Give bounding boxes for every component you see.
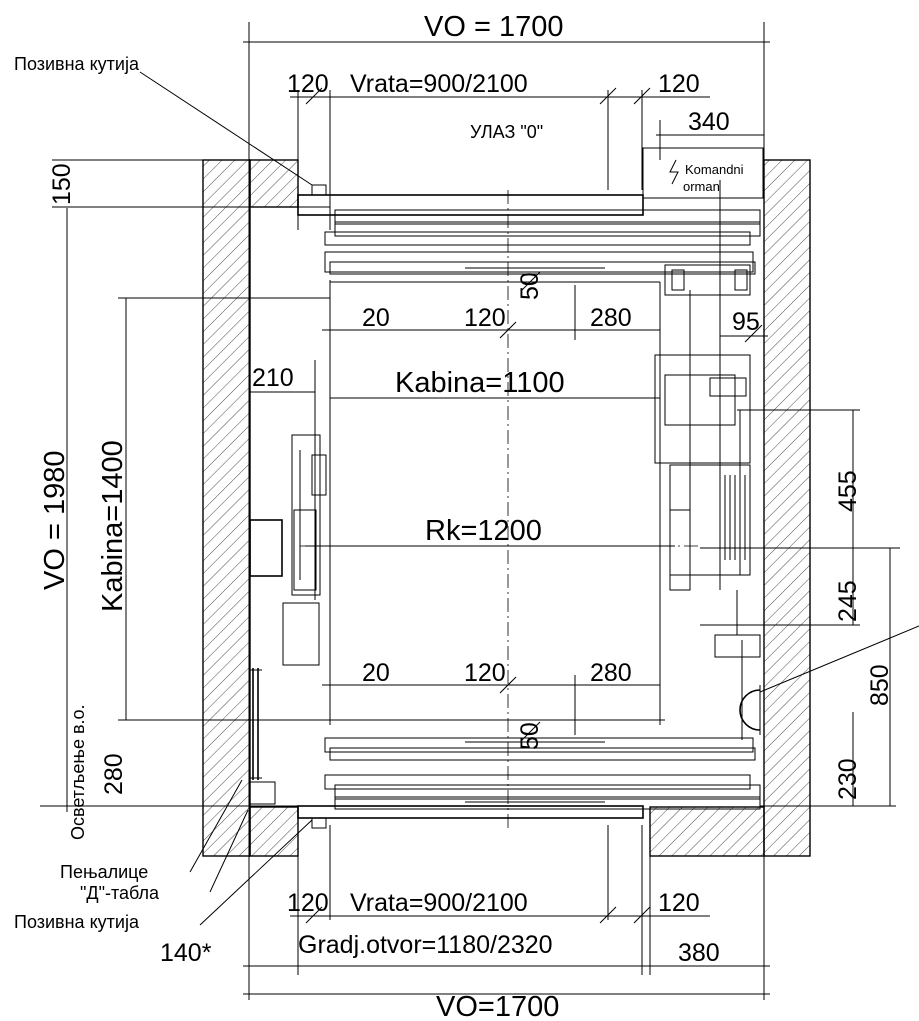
dim-120-bot-inner: 120 (464, 659, 506, 687)
dim-door-top-120a: 120 (287, 70, 329, 98)
cabin (249, 180, 761, 805)
lightning-icon (669, 159, 679, 185)
dim-vo-bottom: VO=1700 (436, 991, 559, 1021)
dim-vo-top: VO = 1700 (424, 11, 563, 43)
dim-20-top: 20 (362, 304, 390, 332)
dim-280-top-inner: 280 (590, 304, 632, 332)
dim-380: 380 (678, 939, 720, 967)
control-cabinet (642, 147, 764, 199)
dim-850: 850 (866, 664, 894, 706)
dim-245: 245 (834, 580, 862, 622)
extension-lines (40, 22, 900, 1000)
dim-95: 95 (732, 308, 760, 336)
annotation-labels: Позивна кутија Komandni orman Осветљење … (14, 54, 744, 932)
label-pozivna-bottom: Позивна кутија (14, 912, 140, 932)
top-landing-door (297, 147, 764, 296)
top-wall-left (249, 159, 299, 208)
dim-210: 210 (252, 364, 294, 392)
label-komandni: Komandni (685, 162, 744, 177)
dimension-texts: VO = 1700 120 Vrata=900/2100 120 УЛАЗ "0… (39, 11, 894, 1021)
shaft-walls (202, 159, 811, 857)
dim-door-top: Vrata=900/2100 (350, 70, 528, 98)
dim-50-bot: 50 (516, 722, 544, 750)
dim-vo-1980: VO = 1980 (39, 451, 71, 590)
dim-140: 140* (160, 939, 212, 967)
dim-door-bot: Vrata=900/2100 (350, 889, 528, 917)
dim-kabina-width: Kabina=1100 (395, 367, 565, 399)
dim-280-bot-inner: 280 (590, 659, 632, 687)
bottom-landing-door (297, 737, 761, 829)
dim-gradj-otvor: Gradj.otvor=1180/2320 (298, 931, 553, 959)
dimension-ticks (305, 87, 763, 924)
dim-rk: Rk=1200 (425, 515, 542, 547)
label-pozivna-top: Позивна кутија (14, 54, 140, 74)
dim-door-bot-120a: 120 (287, 889, 329, 917)
dim-50-top: 50 (516, 272, 544, 300)
leader-lines (139, 71, 919, 926)
dim-kabina-height: Kabina=1400 (97, 440, 129, 612)
left-wall (202, 159, 251, 857)
right-wall (763, 159, 811, 857)
bottom-wall-left (249, 806, 299, 857)
label-ulaz: УЛАЗ "0" (470, 122, 543, 142)
label-orman: orman (683, 179, 720, 194)
light-fixture (739, 689, 761, 731)
dim-door-top-120b: 120 (658, 70, 700, 98)
dim-230: 230 (834, 758, 862, 800)
dim-120-top-inner: 120 (464, 304, 506, 332)
bottom-wall-right (649, 806, 765, 857)
dim-280-left: 280 (100, 753, 128, 795)
dim-340: 340 (688, 108, 730, 136)
dim-455: 455 (834, 470, 862, 512)
dim-150: 150 (48, 163, 76, 205)
label-d-tabla: "Д"-табла (80, 883, 160, 903)
label-osvetljenje: Осветљење в.о. (68, 704, 88, 840)
label-penjalice: Пењалице (60, 862, 148, 882)
center-lines (300, 190, 700, 830)
dim-20-bot: 20 (362, 659, 390, 687)
dim-door-bot-120b: 120 (658, 889, 700, 917)
